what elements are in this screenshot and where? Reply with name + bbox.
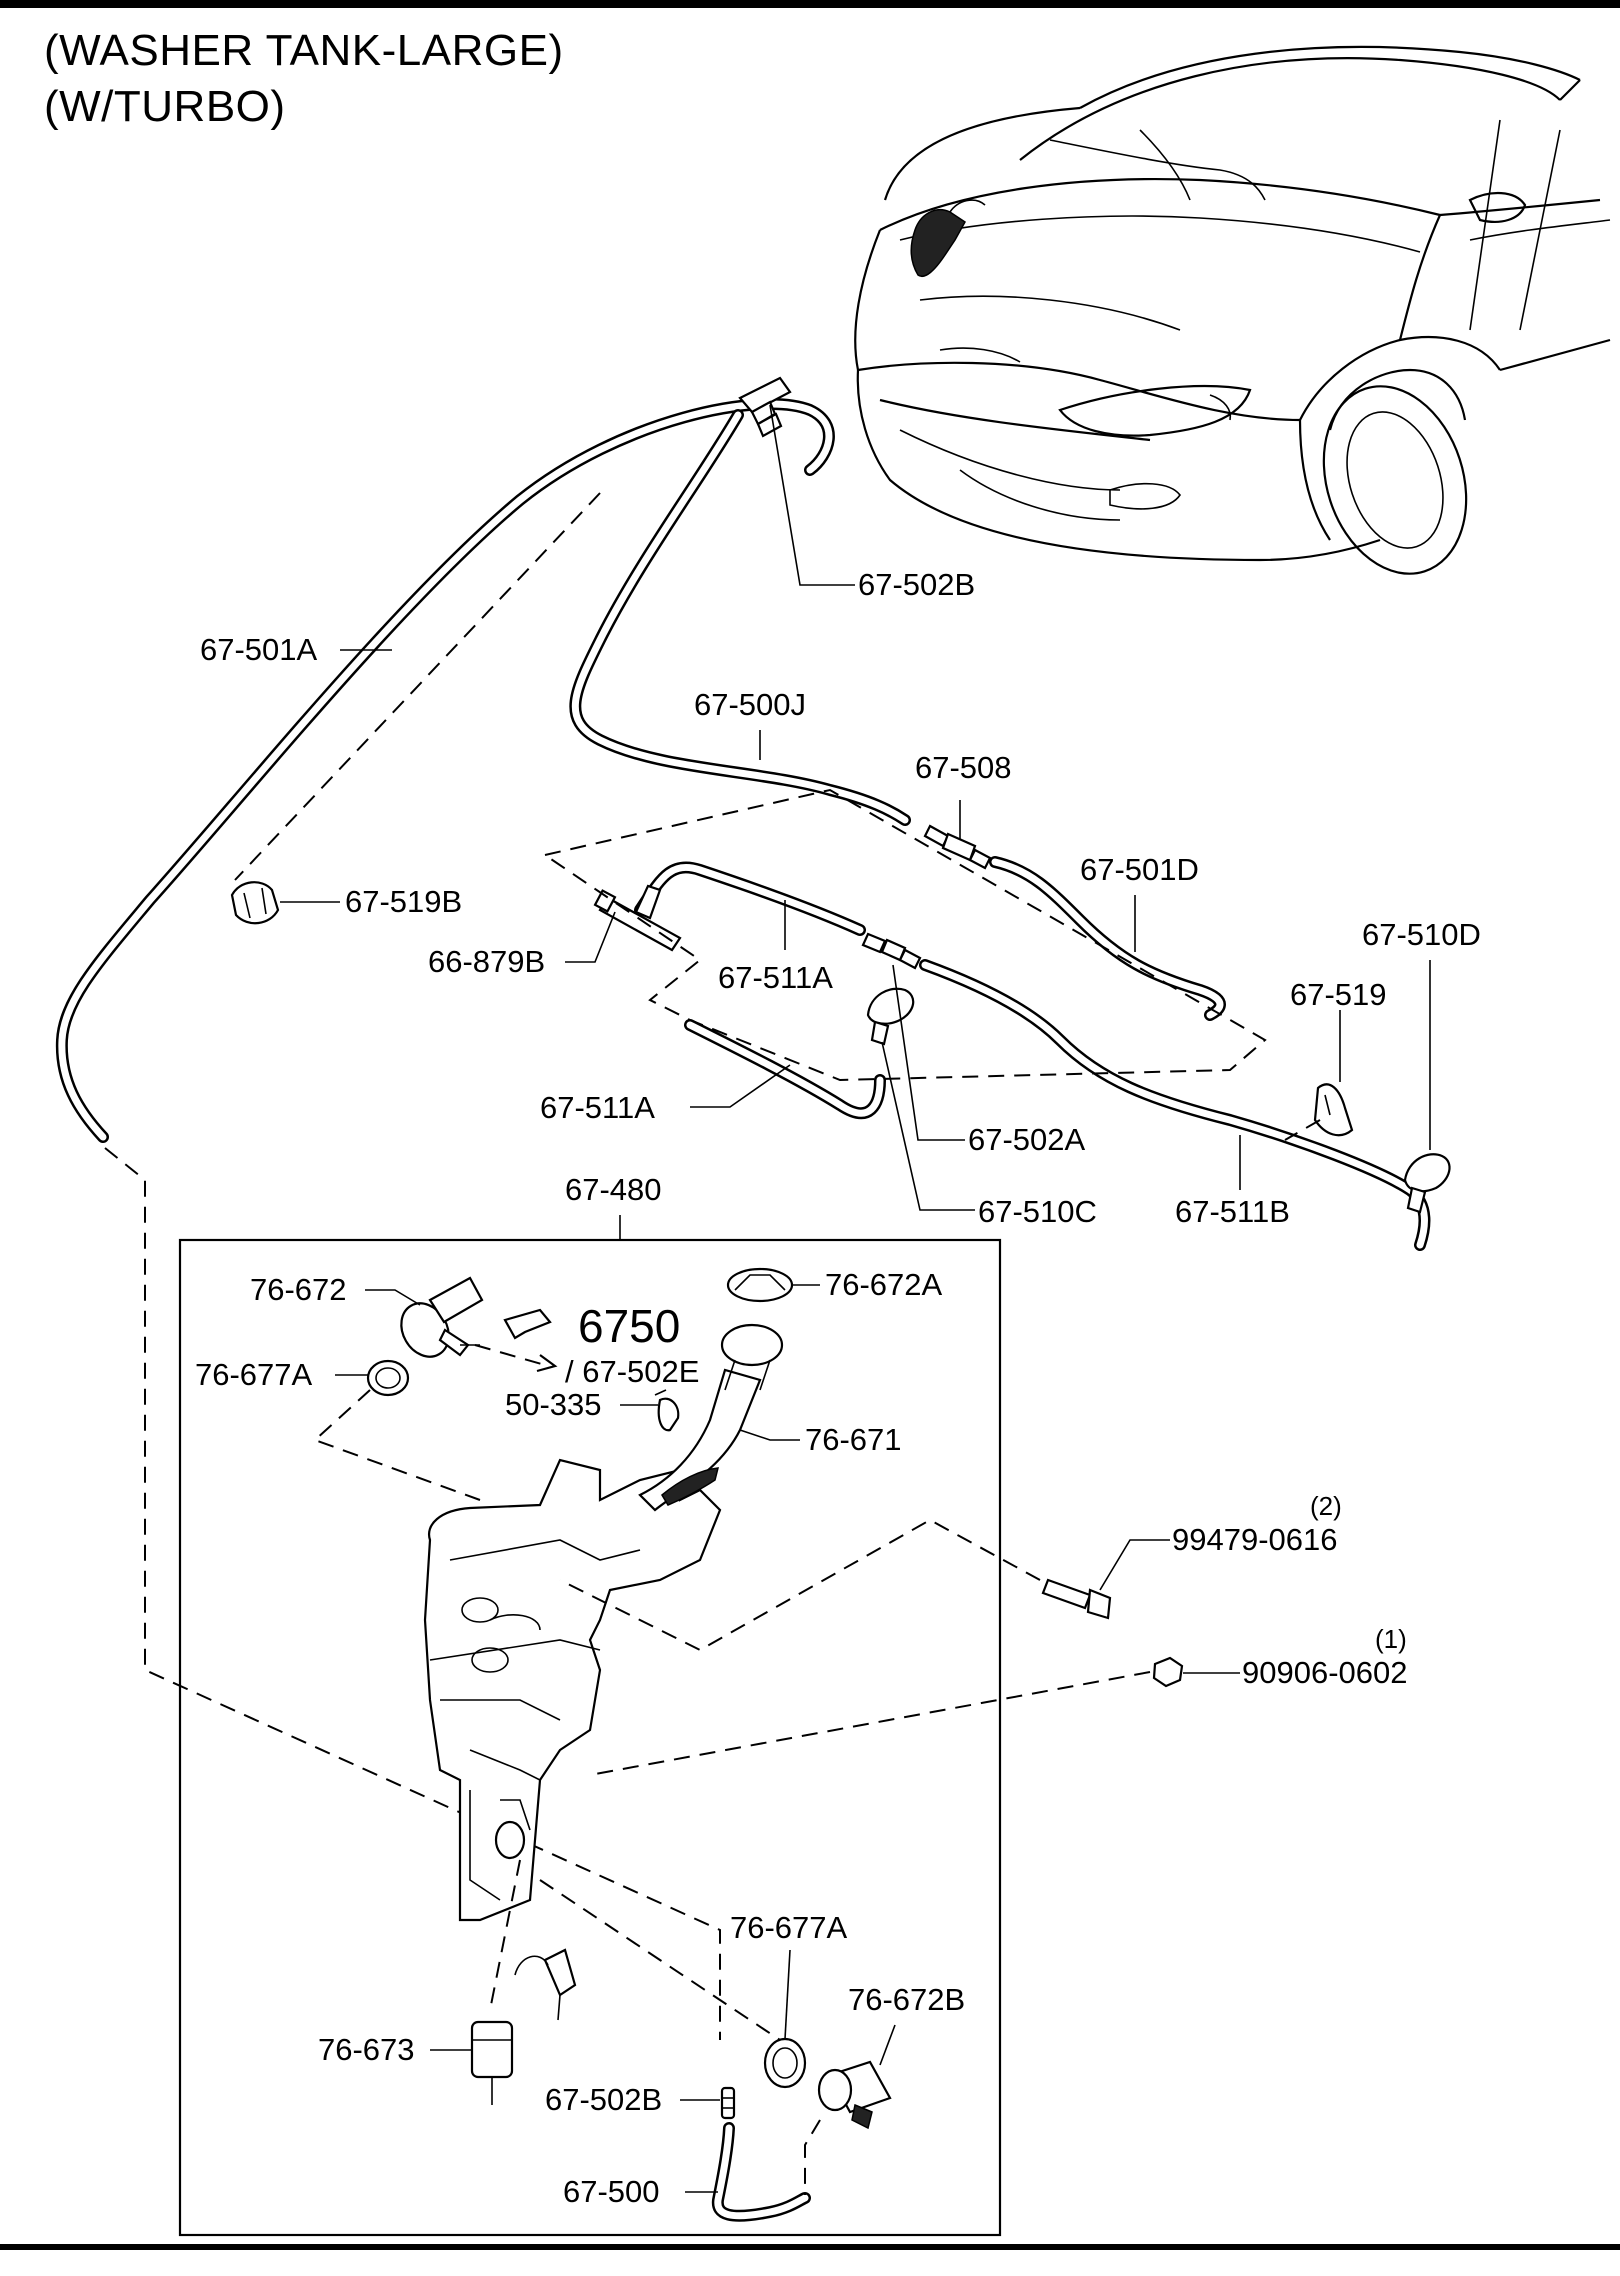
label-67-519B: 67-519B bbox=[345, 884, 462, 919]
guide-motor bbox=[539, 1879, 781, 2041]
label-67-508: 67-508 bbox=[915, 750, 1012, 785]
label-67-502B-bottom: 67-502B bbox=[545, 2082, 662, 2117]
label-67-501A: 67-501A bbox=[200, 632, 318, 667]
label-67-480: 67-480 bbox=[565, 1172, 662, 1207]
fitting-66-879B bbox=[593, 884, 682, 952]
ref-6750: 6750 bbox=[578, 1300, 680, 1352]
top-rule bbox=[0, 0, 1620, 8]
label-qty-2: (2) bbox=[1310, 1491, 1342, 1521]
pump-76-673 bbox=[470, 1948, 577, 2105]
label-67-511A-upper: 67-511A bbox=[718, 960, 833, 995]
label-50-335: 50-335 bbox=[505, 1387, 602, 1422]
guide-hose-67-500 bbox=[804, 2119, 821, 2195]
clip-50-335 bbox=[654, 1389, 680, 1432]
label-76-672A: 76-672A bbox=[825, 1267, 943, 1302]
guide-main-left bbox=[104, 1147, 721, 2040]
hose-67-501D bbox=[989, 856, 1226, 1021]
label-67-510C: 67-510C bbox=[978, 1194, 1097, 1229]
hose-67-500J bbox=[569, 409, 911, 826]
washer-tank-76-671 bbox=[423, 1323, 784, 1922]
reference-arrow-6750: 6750 / 67-502E bbox=[474, 1300, 699, 1389]
label-qty-1: (1) bbox=[1375, 1624, 1407, 1654]
hose-group-outline bbox=[542, 788, 1267, 1082]
diagram-title-line2: (W/TURBO) bbox=[44, 82, 286, 131]
ref-67-502E: / 67-502E bbox=[565, 1354, 699, 1389]
level-sensor-76-672 bbox=[400, 1276, 484, 1358]
assembly-box-67-480 bbox=[178, 1238, 1002, 2237]
label-67-511A-lower: 67-511A bbox=[540, 1090, 655, 1125]
guide-501A bbox=[234, 492, 601, 881]
bolt-99479-0616 bbox=[1041, 1578, 1112, 1620]
label-67-510D: 67-510D bbox=[1362, 917, 1481, 952]
label-76-672: 76-672 bbox=[250, 1272, 347, 1307]
label-99479-0616: 99479-0616 bbox=[1172, 1522, 1338, 1557]
label-67-502A: 67-502A bbox=[968, 1122, 1086, 1157]
nozzle-67-510D bbox=[1403, 1153, 1451, 1214]
upper-labels: 67-502B 67-501A 67-500J 67-508 67-501D 6… bbox=[200, 404, 1481, 1240]
label-76-672B: 76-672B bbox=[848, 1982, 965, 2017]
cap-76-672A bbox=[726, 1267, 794, 1303]
car-illustration bbox=[854, 45, 1611, 575]
hose-67-501A bbox=[55, 398, 835, 1143]
label-67-511B: 67-511B bbox=[1175, 1194, 1290, 1229]
seal-76-677A-right bbox=[763, 2037, 807, 2089]
label-66-879B: 66-879B bbox=[428, 944, 545, 979]
motor-76-672B bbox=[817, 2060, 892, 2130]
label-76-673: 76-673 bbox=[318, 2032, 415, 2067]
connector-67-508 bbox=[923, 824, 992, 870]
box-labels: 76-672 76-672A 76-677A 50-335 76-671 994… bbox=[195, 1267, 1408, 2209]
guide-519 bbox=[1284, 1119, 1321, 1141]
hose-67-511A-lower bbox=[684, 1019, 886, 1120]
guide-nut bbox=[589, 1671, 1151, 1776]
connector-67-502B-bottom bbox=[720, 2086, 736, 2120]
connector-67-502B-top bbox=[738, 376, 792, 438]
bottom-rule bbox=[0, 2244, 1620, 2250]
nozzle-67-510C bbox=[866, 987, 915, 1046]
label-67-500: 67-500 bbox=[563, 2174, 660, 2209]
hose-67-511A-upper bbox=[634, 861, 866, 936]
seal-76-677A-left bbox=[366, 1359, 410, 1397]
clip-67-519 bbox=[1313, 1083, 1354, 1137]
label-67-501D: 67-501D bbox=[1080, 852, 1199, 887]
label-76-671: 76-671 bbox=[805, 1422, 902, 1457]
connector-67-502A bbox=[861, 932, 922, 970]
label-76-677A-left: 76-677A bbox=[195, 1357, 313, 1392]
label-67-500J: 67-500J bbox=[694, 687, 806, 722]
label-67-502B-top: 67-502B bbox=[858, 567, 975, 602]
label-76-677A-right: 76-677A bbox=[730, 1910, 848, 1945]
guide-bolt bbox=[559, 1518, 1041, 1652]
clip-67-519B bbox=[230, 881, 280, 925]
diagram-title-line1: (WASHER TANK-LARGE) bbox=[44, 26, 564, 75]
hose-67-500 bbox=[711, 2122, 811, 2222]
label-67-519: 67-519 bbox=[1290, 977, 1387, 1012]
guide-seal-tank bbox=[313, 1389, 481, 1501]
nut-90906-0602 bbox=[1152, 1656, 1184, 1688]
label-90906-0602: 90906-0602 bbox=[1242, 1655, 1408, 1690]
